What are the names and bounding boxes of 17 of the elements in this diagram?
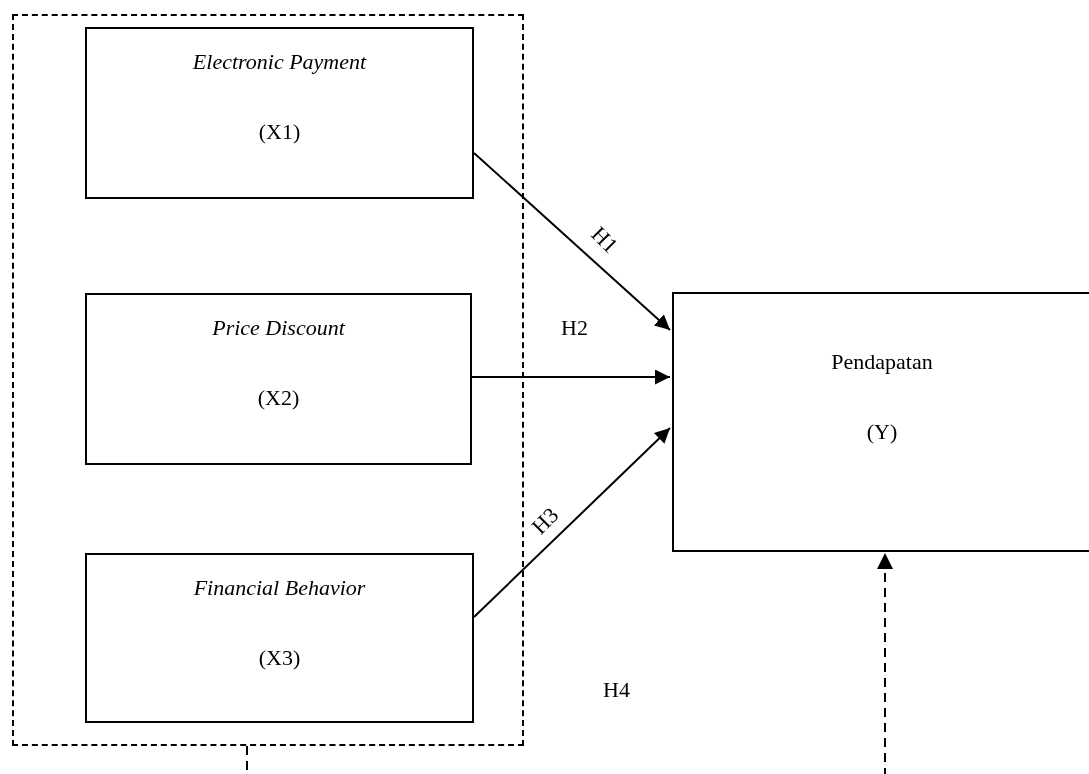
variable-box	[85, 293, 472, 465]
variable-name: Pendapatan	[830, 349, 934, 376]
variable-name: Price Discount	[211, 315, 347, 342]
variable-name: Financial Behavior	[192, 575, 367, 602]
variable-box	[672, 292, 1089, 552]
variable-code: (X1)	[257, 119, 302, 146]
variable-code: (X2)	[256, 385, 301, 412]
arrow	[471, 369, 671, 385]
dashed-group-box	[12, 14, 524, 746]
variable-box	[85, 553, 474, 723]
dashed-arrow	[246, 552, 893, 774]
variable-name: Electronic Payment	[191, 49, 368, 76]
variable-code: (Y)	[865, 419, 899, 446]
variable-box	[85, 27, 474, 199]
arrow	[473, 152, 671, 331]
variable-code: (X3)	[257, 645, 302, 672]
arrow	[473, 427, 671, 618]
